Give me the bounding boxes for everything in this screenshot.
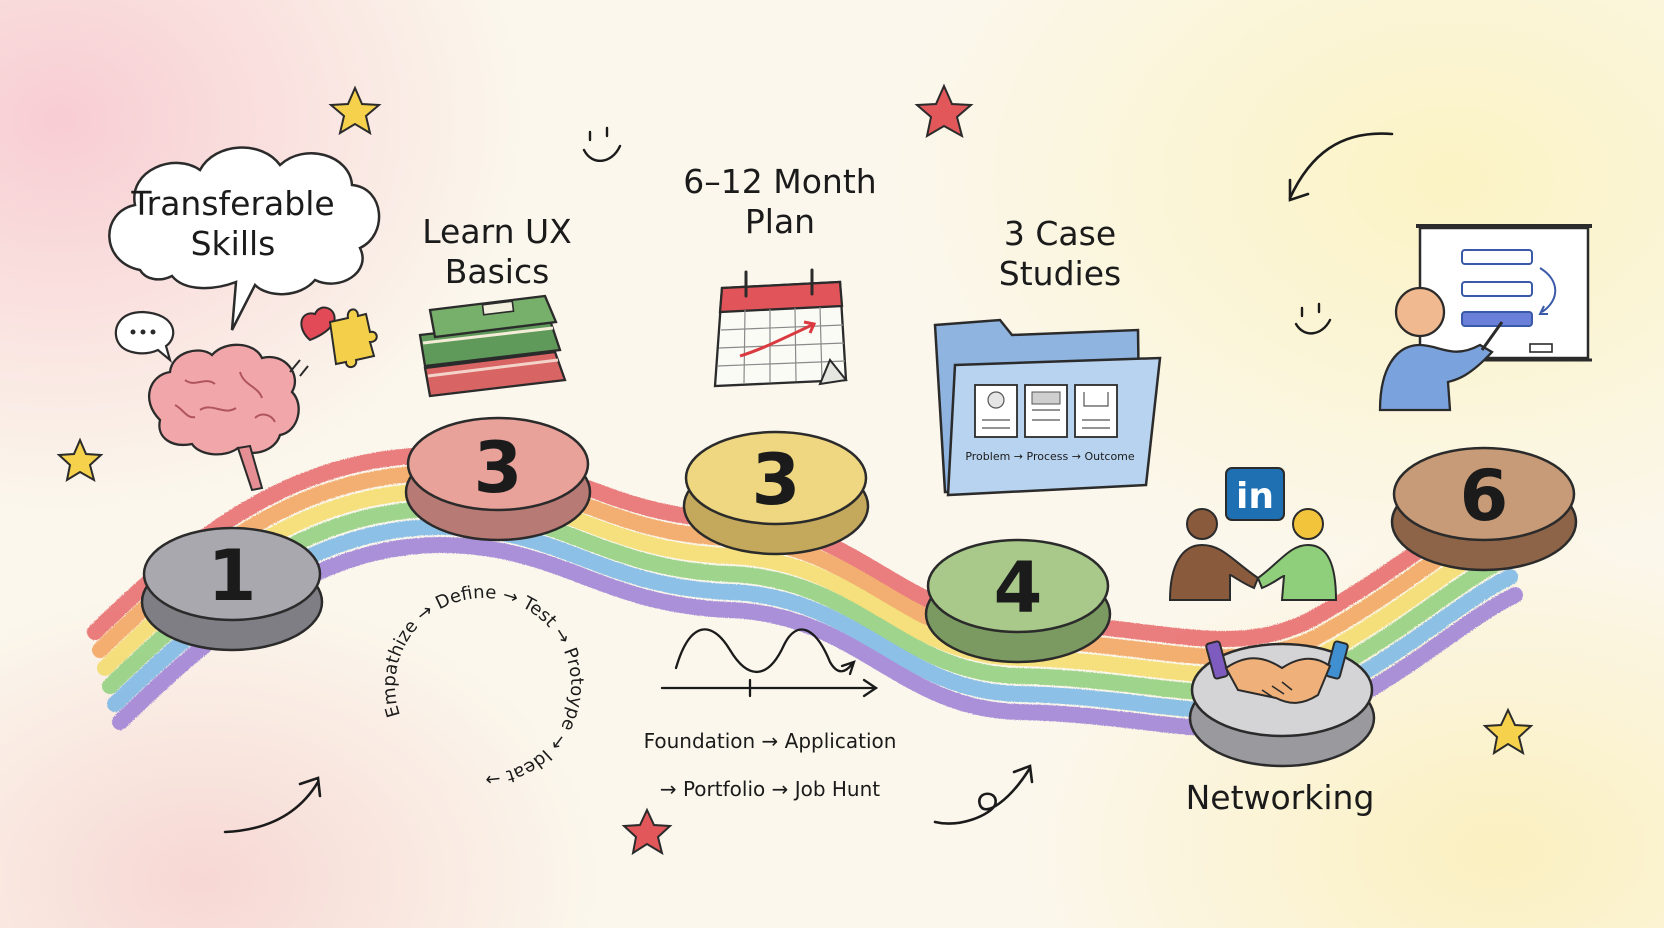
rainbow-band-orange	[92, 464, 1503, 665]
thought-bubble	[108, 146, 381, 331]
networking-people-icon	[1168, 508, 1338, 601]
star-icon	[914, 83, 974, 139]
books-icon	[418, 294, 567, 398]
heart-icon	[300, 306, 336, 342]
step-number-3: 3	[752, 439, 801, 521]
rainbow-band-red	[87, 446, 1498, 647]
step-number-1: 1	[208, 535, 257, 617]
smiley-icons	[582, 126, 1332, 335]
step-number-2: 3	[474, 427, 523, 509]
timeline-graphic	[660, 628, 879, 698]
star-icon	[328, 85, 382, 136]
calendar-icon	[713, 268, 848, 388]
step-number-4: 4	[994, 547, 1043, 629]
brain-icon	[148, 343, 300, 492]
label-case-studies: 3 Case Studies	[998, 214, 1122, 293]
star-icon	[56, 437, 104, 483]
puzzle-piece-icon	[328, 308, 378, 368]
label-transferable-skills: Transferable Skills	[131, 184, 335, 263]
star-icon	[621, 807, 673, 856]
rainbow-road	[87, 446, 1523, 738]
svg-text:in: in	[1236, 476, 1274, 517]
svg-text:Empathize → Define → Test → Pr: Empathize → Define → Test → Protoype → I…	[379, 582, 587, 790]
step-stone-2: 3	[404, 416, 592, 542]
step-stone-5	[1188, 640, 1376, 768]
handshake-icon	[1205, 640, 1349, 704]
decorative-stars	[56, 83, 1534, 856]
decorative-arrows	[223, 132, 1394, 834]
timeline-text: Foundation → Application → Portfolio → J…	[620, 705, 920, 825]
star-icon	[1482, 707, 1534, 756]
step-stone-4: 4	[924, 538, 1112, 664]
motion-marks	[289, 359, 309, 377]
speech-bubble-icon	[114, 310, 175, 364]
step-stone-1: 1	[140, 526, 324, 652]
timeline-line-1: Foundation → Application	[643, 729, 897, 753]
timeline-line-2: → Portfolio → Job Hunt	[659, 777, 881, 801]
label-month-plan: 6–12 Month Plan	[683, 162, 877, 241]
ux-cycle-text: Empathize → Define → Test → Protoype → I…	[379, 582, 587, 790]
folder-icon: Problem → Process → Outcome	[933, 318, 1162, 497]
label-learn-ux-basics: Learn UX Basics	[422, 212, 572, 291]
step-stone-3: 3	[682, 430, 870, 556]
ux-process-cycle: Empathize → Define → Test → Protoype → I…	[379, 582, 587, 790]
step-number-6: 6	[1460, 455, 1509, 537]
presenter-icon	[1378, 224, 1592, 412]
label-networking: Networking	[1185, 778, 1375, 817]
folder-caption: Problem → Process → Outcome	[965, 450, 1135, 463]
step-stone-6: 6	[1390, 446, 1578, 572]
linkedin-logo: in	[1225, 467, 1285, 521]
